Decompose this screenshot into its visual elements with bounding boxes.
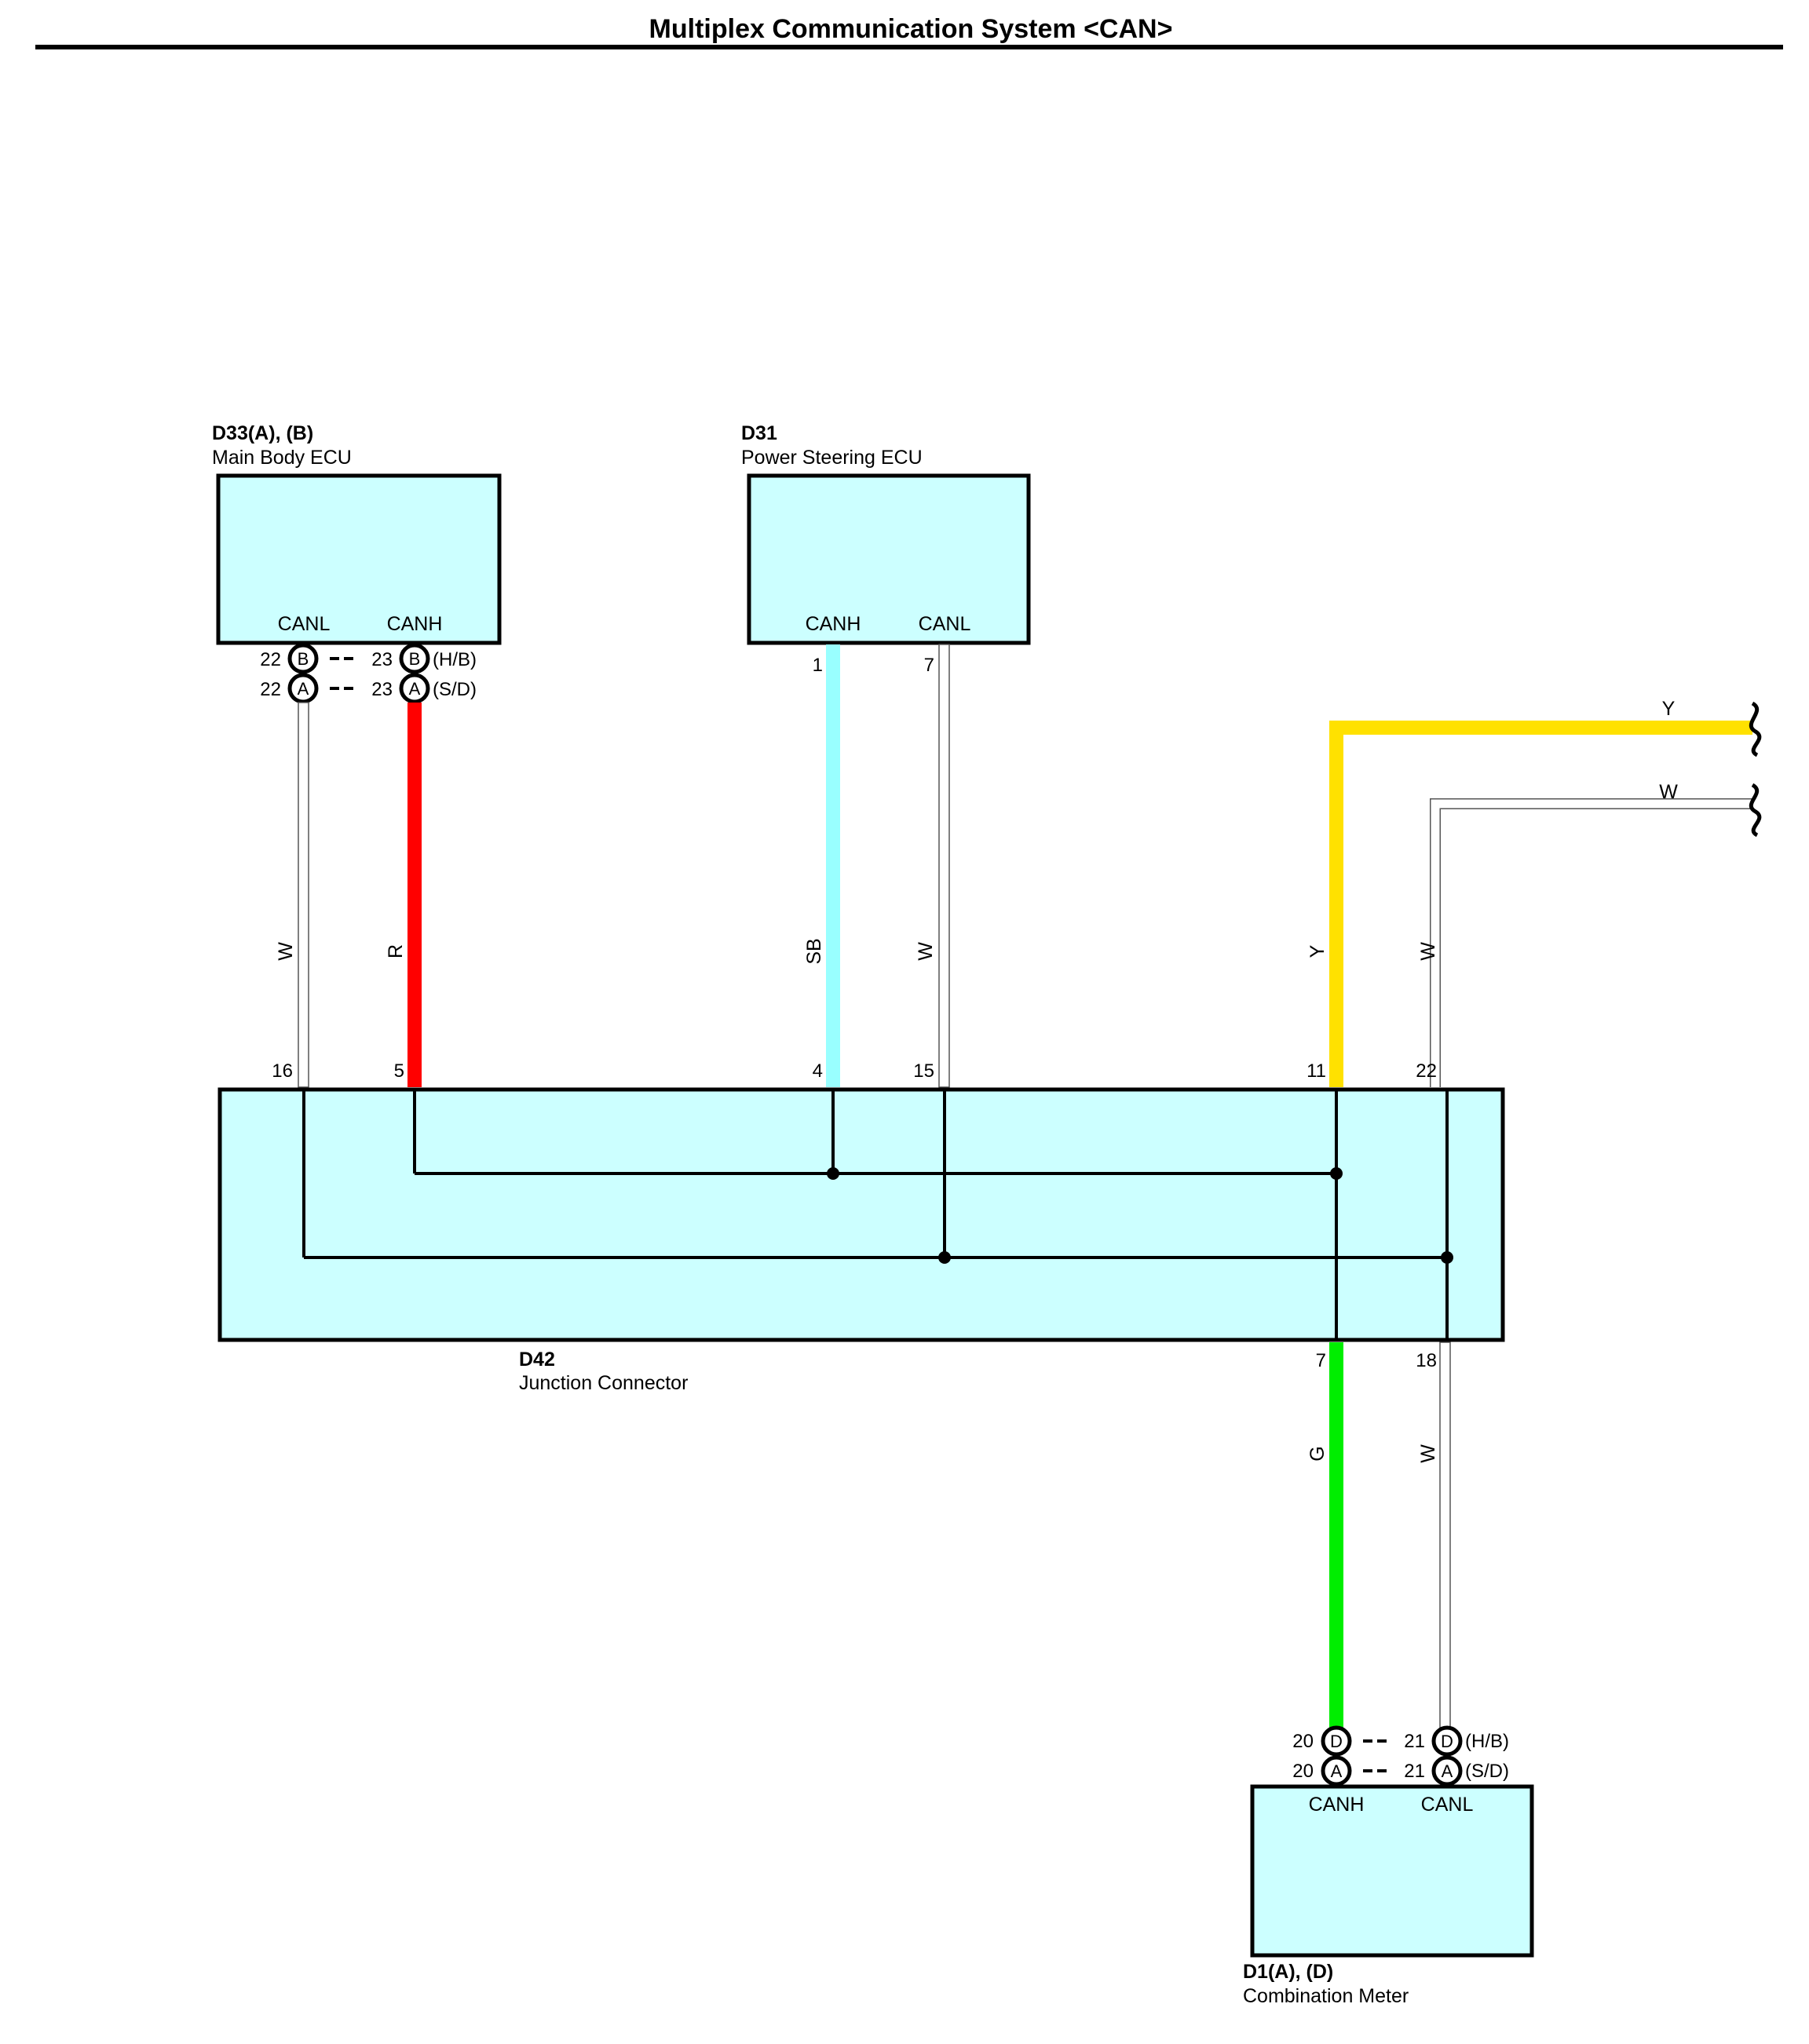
- pin-number: 22: [260, 649, 281, 670]
- connector-letter: A: [298, 679, 309, 699]
- variant-label: (H/B): [1465, 1731, 1509, 1752]
- connector-letter: D: [1441, 1732, 1453, 1751]
- wire-body-canh: [407, 703, 422, 1087]
- pin-number: 22: [260, 679, 281, 700]
- pin-number: 4: [813, 1060, 823, 1082]
- pin-number: 21: [1404, 1731, 1425, 1752]
- pin-number: 7: [924, 655, 934, 676]
- wire-color-label: Y: [1662, 698, 1676, 720]
- junction-dot: [938, 1251, 951, 1264]
- component-box: [216, 473, 502, 645]
- main-body-ecu: D33(A), (B) Main Body ECU CANL CANH 22 B…: [212, 422, 502, 704]
- wire-color-label: SB: [803, 938, 825, 964]
- connector-letter: A: [1442, 1761, 1453, 1781]
- terminal-label-canh: CANH: [806, 613, 861, 635]
- pin-number: 15: [913, 1060, 934, 1082]
- component-box: [217, 1087, 1505, 1342]
- junction-dot: [1330, 1167, 1343, 1180]
- connector-circle: [1431, 1755, 1463, 1787]
- component-name: Main Body ECU: [212, 447, 352, 469]
- break-mark: [1749, 783, 1762, 838]
- connector-letter: D: [1330, 1732, 1343, 1751]
- connector-letter: A: [1331, 1761, 1343, 1781]
- component-name: Power Steering ECU: [741, 447, 923, 469]
- terminal-label-canl: CANL: [919, 613, 971, 635]
- pin-number: 22: [1416, 1060, 1437, 1082]
- connector-circle: [1431, 1725, 1463, 1757]
- header-rule: [35, 45, 1783, 49]
- connector-letter: A: [409, 679, 421, 699]
- component-box: [1250, 1784, 1534, 1958]
- component-code: D33(A), (B): [212, 422, 313, 444]
- wire-color-label: W: [1417, 942, 1439, 961]
- component-code: D1(A), (D): [1243, 1961, 1333, 1983]
- wire-color-label: Y: [1306, 944, 1328, 958]
- component-code: D31: [741, 422, 777, 444]
- terminal-label-canh: CANH: [387, 613, 443, 635]
- connector-letter: B: [298, 649, 309, 669]
- junction-connector: 16 5 4 15 11 22 7 18 D42 Junction Connec…: [217, 1060, 1505, 1394]
- break-mark: [1749, 701, 1762, 757]
- variant-label: (H/B): [433, 649, 477, 670]
- wire-body-canl: [298, 702, 309, 1088]
- pin-number: 1: [813, 655, 823, 676]
- wire-ps-canl: [938, 644, 950, 1088]
- pin-number: 7: [1316, 1350, 1326, 1371]
- variant-label: (S/D): [1465, 1761, 1509, 1782]
- pin-number: 5: [394, 1060, 404, 1082]
- wire-color-label: W: [1659, 781, 1678, 803]
- wire-color-label: W: [915, 942, 937, 961]
- wire-ext-canh: [1329, 721, 1752, 1087]
- connector-letter: B: [409, 649, 421, 669]
- wire-color-label: R: [385, 944, 407, 958]
- component-box: [747, 473, 1031, 645]
- pin-number: 11: [1306, 1060, 1326, 1082]
- pin-number: 23: [371, 679, 393, 700]
- component-code: D42: [519, 1349, 555, 1371]
- wire-color-label: W: [275, 942, 297, 961]
- wire-ext-canl: [1430, 798, 1752, 1087]
- diagram-title: Multiplex Communication System <CAN>: [649, 14, 1173, 44]
- component-name: Junction Connector: [519, 1372, 688, 1394]
- pin-number: 21: [1404, 1761, 1425, 1782]
- component-name: Combination Meter: [1243, 1985, 1409, 2007]
- wire-color-label: W: [1417, 1444, 1439, 1463]
- wire-meter-canh: [1329, 1342, 1343, 1729]
- connector-circle: [399, 673, 430, 704]
- power-steering-ecu: D31 Power Steering ECU CANH CANL 1 7: [741, 422, 1031, 676]
- terminal-label-canh: CANH: [1309, 1794, 1365, 1816]
- connector-circle: [1321, 1755, 1352, 1787]
- pin-number: 18: [1416, 1350, 1437, 1371]
- wire-ext-canl-core: [1431, 799, 1752, 1087]
- pin-number: 20: [1292, 1731, 1314, 1752]
- wire-ps-canh: [826, 644, 840, 1087]
- junction-dot: [1441, 1251, 1453, 1264]
- pin-number: 20: [1292, 1761, 1314, 1782]
- pin-number: 16: [272, 1060, 293, 1082]
- connector-circle: [399, 643, 430, 674]
- connector-circle: [1321, 1725, 1352, 1757]
- terminal-label-canl: CANL: [1421, 1794, 1474, 1816]
- wire-meter-canl: [1439, 1341, 1451, 1730]
- wire-color-label: G: [1306, 1446, 1328, 1461]
- pin-number: 23: [371, 649, 393, 670]
- combination-meter: 20 D 21 D (H/B) 20 A 21 A (S/D) CANH CAN…: [1243, 1725, 1534, 2007]
- terminal-label-canl: CANL: [278, 613, 331, 635]
- connector-circle: [287, 643, 319, 674]
- variant-label: (S/D): [433, 679, 477, 700]
- connector-circle: [287, 673, 319, 704]
- junction-dot: [827, 1167, 839, 1180]
